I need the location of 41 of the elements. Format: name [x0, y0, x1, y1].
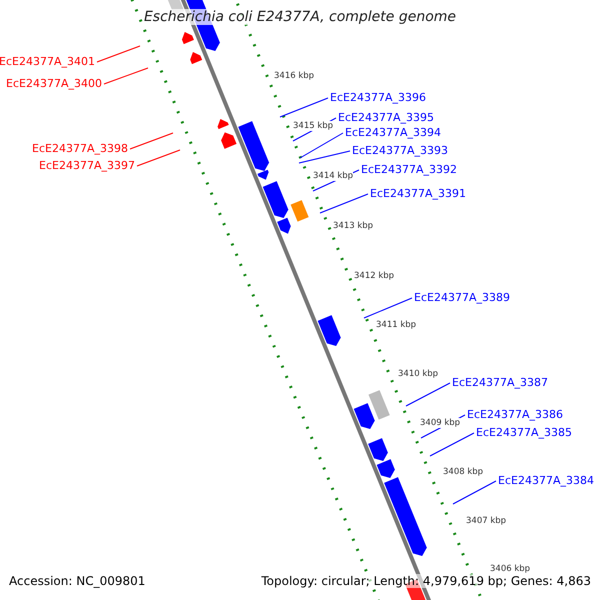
tick-label: 3416 kbp: [274, 71, 314, 81]
leader-line: [280, 98, 328, 118]
gene-label: EcE24377A_3397: [39, 159, 135, 172]
leader-line: [298, 150, 350, 164]
leader-line: [300, 132, 344, 158]
accession-text: Accession: NC_009801: [9, 574, 146, 588]
tick-label: 3413 kbp: [333, 221, 374, 231]
leader-line: [104, 68, 148, 84]
tick-label: 3415 kbp: [293, 121, 334, 131]
leader-line: [320, 194, 368, 214]
leader-line: [406, 382, 450, 406]
leader-line: [430, 432, 474, 456]
gene-label: EcE24377A_3395: [338, 111, 434, 124]
gene-label: EcE24377A_3386: [467, 408, 563, 421]
tick-label: 3406 kbp: [490, 564, 530, 574]
gene-label: EcE24377A_3401: [0, 55, 95, 68]
gene-label: EcE24377A_3394: [345, 126, 441, 139]
gene-label: EcE24377A_3398: [32, 142, 128, 155]
leader-line: [452, 480, 496, 504]
leader-line: [96, 46, 140, 62]
tick-label: 3414 kbp: [313, 171, 354, 181]
tick-label: 3411 kbp: [376, 320, 416, 330]
gene-label: EcE24377A_3391: [370, 187, 466, 200]
leader-line: [130, 132, 174, 150]
leader-line: [136, 150, 180, 166]
gene-label: EcE24377A_3387: [452, 376, 548, 389]
gene-label: EcE24377A_3396: [330, 91, 426, 104]
leader-line: [364, 298, 412, 318]
gene-label: EcE24377A_3400: [6, 77, 102, 90]
tick-label: 3409 kbp: [420, 418, 460, 428]
gene-label: EcE24377A_3389: [414, 291, 510, 304]
tick-label: 3407 kbp: [466, 516, 506, 526]
gene-label: EcE24377A_3392: [361, 163, 457, 176]
tick-label: 3410 kbp: [398, 369, 438, 379]
gene-label: EcE24377A_3393: [352, 144, 448, 157]
map-title: Escherichia coli E24377A, complete genome: [144, 9, 456, 25]
tick-label: 3408 kbp: [443, 467, 484, 477]
tick-label: 3412 kbp: [354, 271, 394, 281]
genome-info-text: Topology: circular; Length: 4,979,619 bp; Genes: 4,863: [261, 574, 591, 588]
gene-label: EcE24377A_3384: [498, 474, 594, 487]
gene-label: EcE24377A_3385: [476, 426, 572, 439]
